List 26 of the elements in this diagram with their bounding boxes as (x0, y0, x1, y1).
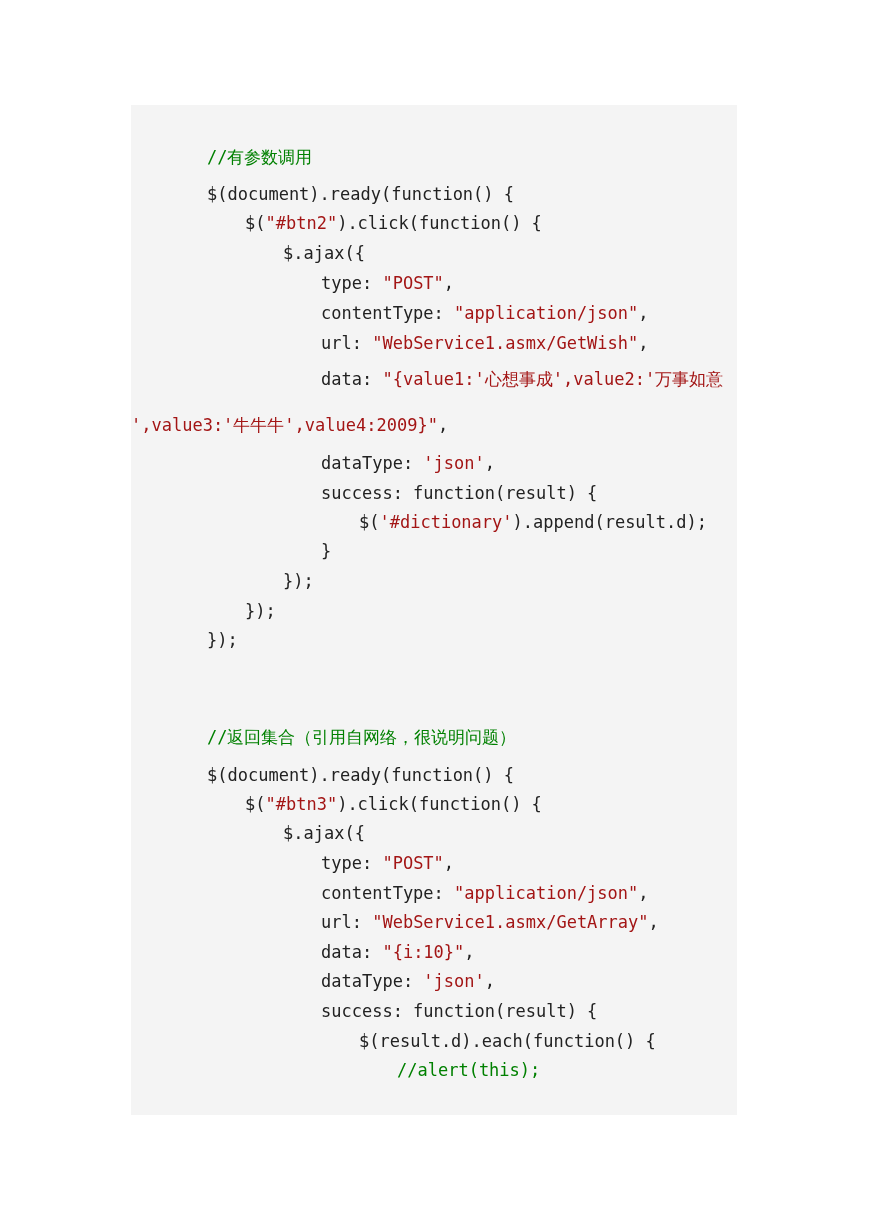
code-line: $.ajax({ (282, 822, 366, 845)
code-line: $("#btn3").click(function() { (244, 793, 543, 816)
code-line: type: "POST", (320, 852, 456, 875)
code-line: dataType: 'json', (320, 452, 497, 475)
code-line: }); (244, 600, 277, 623)
code-comment: //有参数调用 (206, 146, 314, 169)
code-line: dataType: 'json', (320, 970, 497, 993)
code-line: } (320, 540, 333, 563)
code-line: success: function(result) { (320, 1000, 599, 1023)
code-line: $(result.d).each(function() { (358, 1030, 657, 1053)
code-line: $.ajax({ (282, 242, 366, 265)
code-line: type: "POST", (320, 272, 456, 295)
code-line: contentType: "application/json", (320, 882, 650, 905)
code-line: $('#dictionary').append(result.d); (358, 511, 708, 534)
code-comment: //alert(this); (396, 1059, 542, 1082)
code-comment: //返回集合（引用自网络，很说明问题） (206, 726, 518, 749)
code-line: }); (282, 570, 315, 593)
code-line: success: function(result) { (320, 482, 599, 505)
code-line: data: "{i:10}", (320, 941, 476, 964)
code-line: $(document).ready(function() { (206, 764, 516, 787)
code-line: $("#btn2").click(function() { (244, 212, 543, 235)
code-line: contentType: "application/json", (320, 302, 650, 325)
code-line: url: "WebService1.asmx/GetWish", (320, 332, 650, 355)
code-line: $(document).ready(function() { (206, 183, 516, 206)
code-line: url: "WebService1.asmx/GetArray", (320, 911, 660, 934)
code-line: }); (206, 629, 239, 652)
